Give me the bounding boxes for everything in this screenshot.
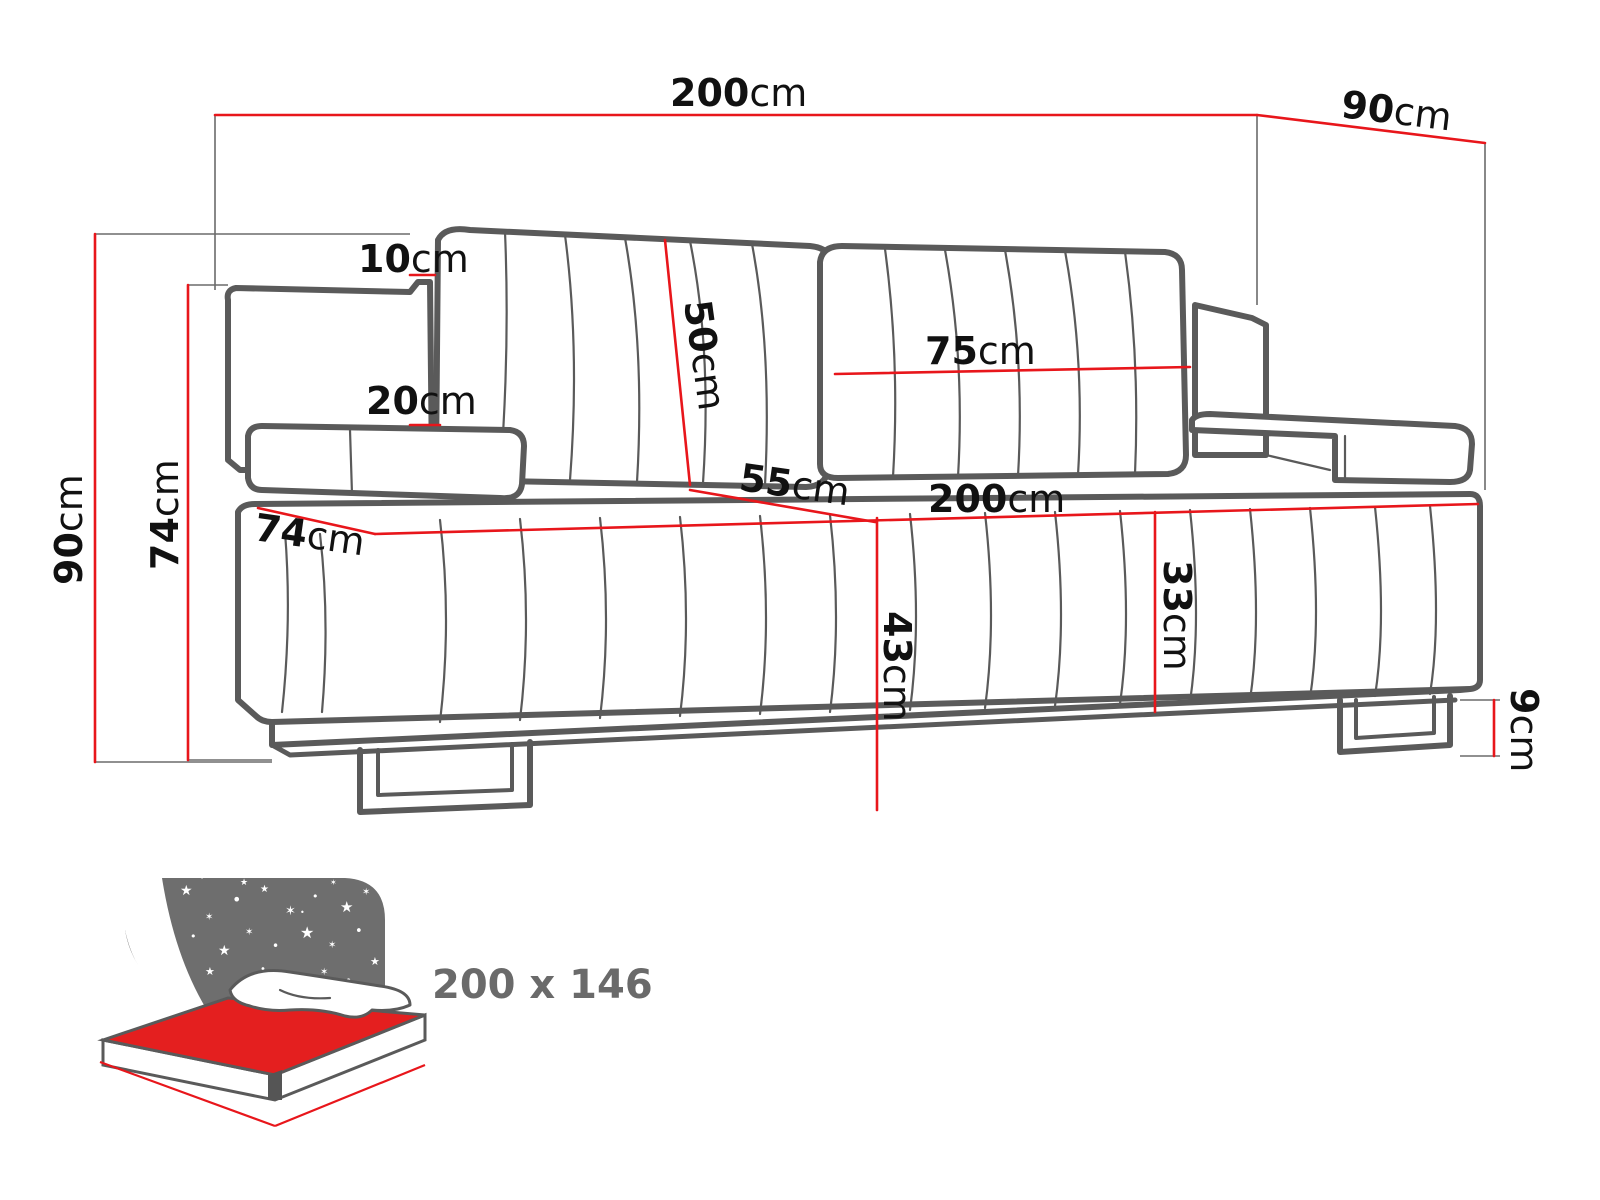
left-armrest-cushion <box>245 423 527 502</box>
label-cushion-width: 75cm <box>925 329 1036 373</box>
pillow <box>228 968 412 1019</box>
star-icon: • <box>176 978 181 988</box>
back-cushion-right <box>817 243 1189 481</box>
star-icon: • <box>272 939 279 953</box>
star-icon: ✶ <box>245 927 253 938</box>
label-leg-height: 9cm <box>1502 688 1546 772</box>
star-icon: ★ <box>218 943 231 959</box>
label-overall-depth: 90cm <box>1339 82 1454 139</box>
star-icon: ✶ <box>362 887 370 898</box>
bed-size-label: 200 x 146 <box>432 962 653 1008</box>
right-armrest-cushion <box>1189 411 1475 485</box>
sofa-legs <box>357 693 1453 815</box>
label-overall-width: 200cm <box>670 71 807 115</box>
label-seat-height: 43cm <box>875 611 919 722</box>
star-icon: ✶ <box>320 967 328 978</box>
dim-line-seat-depth <box>688 488 877 524</box>
star-field: ★✶•★✶•★✶•★✶•★✶•★✶•★✶•★✶•★✶•★✶• <box>135 874 380 1022</box>
dim-line-cushion-height <box>663 238 692 487</box>
star-icon: • <box>200 874 204 882</box>
star-icon: ✶ <box>328 940 336 951</box>
star-icon: • <box>300 908 305 917</box>
bed-length-arrow <box>99 1060 276 1128</box>
label-base-height: 33cm <box>1155 560 1199 671</box>
dimension-labels: 200cm 90cm 90cm 74cm 10cm 20cm 50cm 75cm… <box>47 71 1546 772</box>
sleeping-bed-icon: ★✶•★✶•★✶•★✶•★✶•★✶•★✶•★✶•★✶•★✶• 200 x 146 <box>97 874 653 1128</box>
label-overall-height: 90cm <box>47 474 91 585</box>
star-icon: ✶ <box>135 1014 141 1022</box>
star-icon: ★ <box>340 898 353 916</box>
base-seams <box>280 504 1438 724</box>
star-icon: ★ <box>260 884 269 895</box>
label-armrest-depth: 74cm <box>252 505 368 564</box>
dim-line-seat-width <box>373 502 1480 536</box>
label-seat-width: 200cm <box>928 477 1065 521</box>
extension-lines <box>95 115 1500 763</box>
star-icon: ★ <box>300 923 314 942</box>
star-icon: ✶ <box>150 949 160 963</box>
star-icon: ✶ <box>330 878 337 887</box>
seat-base <box>235 491 1483 725</box>
label-armrest-thickness: 20cm <box>366 379 477 423</box>
star-icon: ✶ <box>205 912 213 923</box>
label-backrest-offset: 10cm <box>358 237 469 281</box>
label-armrest-height: 74cm <box>143 459 187 570</box>
sofa-illustration <box>224 226 1483 815</box>
star-icon: ★ <box>180 883 193 899</box>
mattress-corner <box>268 1070 282 1100</box>
star-icon: • <box>312 890 319 903</box>
dimension-lines <box>93 113 1496 812</box>
bed-width-arrow <box>274 1063 426 1128</box>
star-icon: ★ <box>240 878 248 888</box>
star-icon: • <box>190 930 197 943</box>
star-icon: ★ <box>140 988 147 997</box>
dim-line-armrest-depth <box>256 506 377 536</box>
base-front-lip <box>269 697 1458 758</box>
star-icon: • <box>260 964 266 975</box>
star-icon: • <box>355 924 363 939</box>
star-icon: • <box>232 890 241 909</box>
label-seat-depth: 55cm <box>737 455 853 514</box>
dim-line-cushion-width <box>833 365 1192 376</box>
star-icon: ★ <box>370 955 380 968</box>
base-bottom <box>269 686 1473 748</box>
star-icon: ★ <box>205 965 215 978</box>
label-cushion-height: 50cm <box>675 297 734 413</box>
dim-line-overall-depth <box>1255 113 1487 145</box>
cushion-seams <box>498 230 1138 487</box>
star-icon: ✶ <box>285 904 296 919</box>
star-icon: ★ <box>160 1003 168 1013</box>
